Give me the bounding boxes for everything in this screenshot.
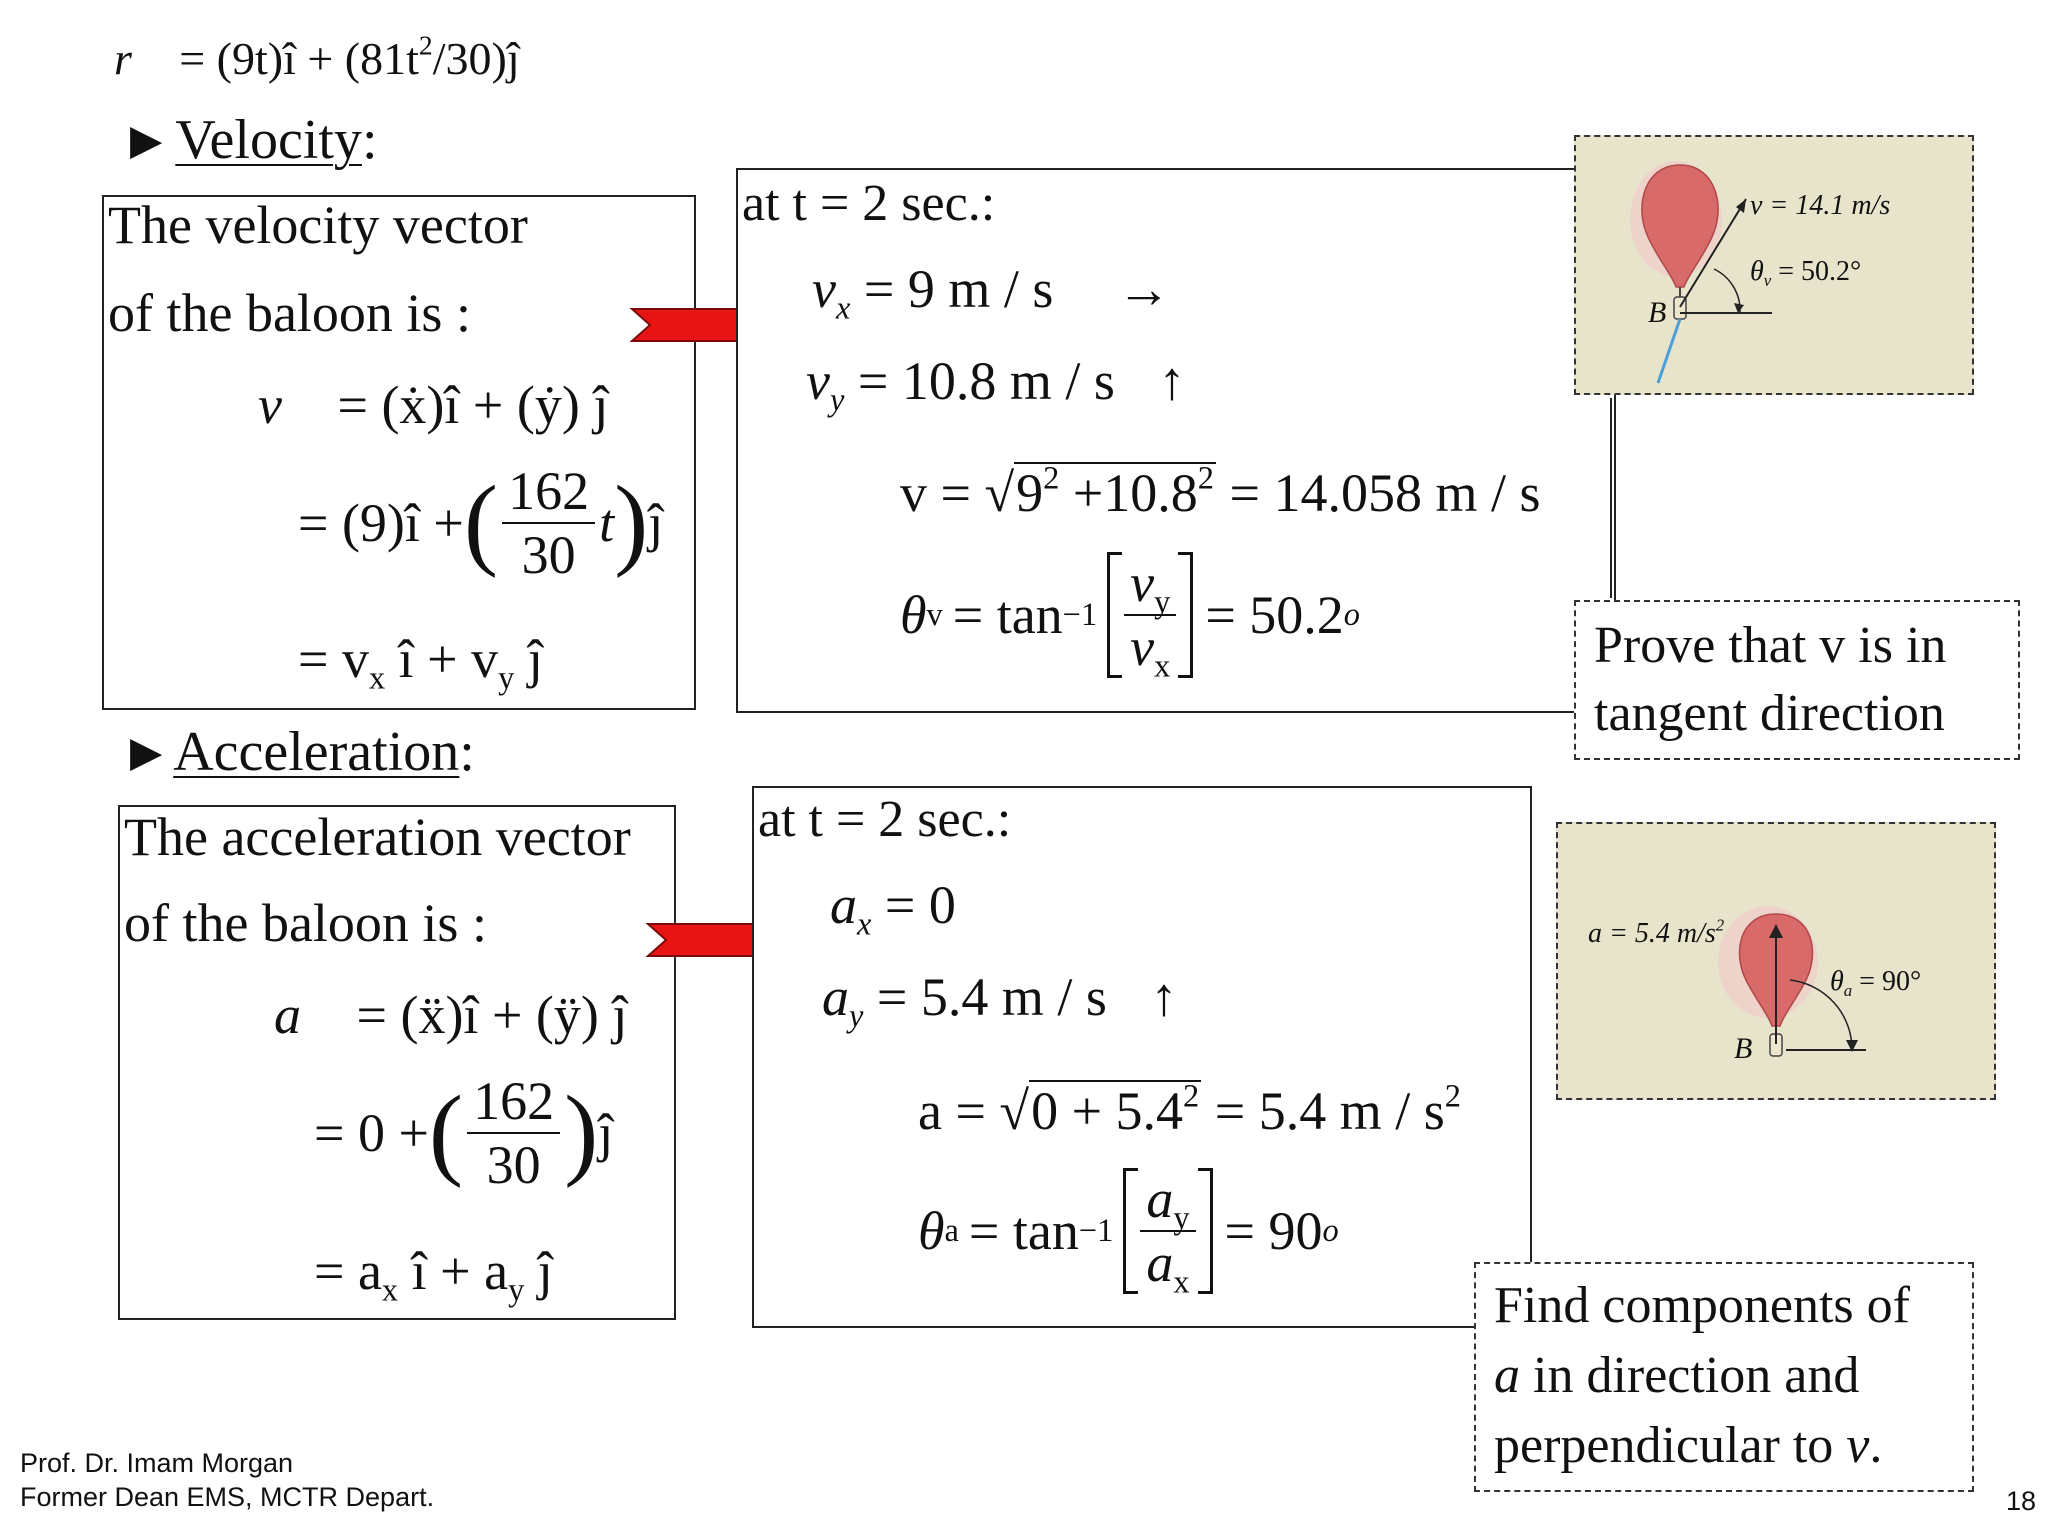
page-number: 18	[2006, 1486, 2037, 1516]
velocity-eq1: v⃗ = (ẋ)î + (ẏ) ĵ	[258, 375, 609, 435]
acceleration-ax-line: ax = 0	[830, 875, 956, 943]
acceleration-intro-line2: of the baloon is :	[124, 893, 487, 953]
acceleration-eq1: a⃗ = (ẍ)î + (ÿ) ĵ	[274, 985, 628, 1045]
up-arrow-icon: ↑	[1150, 967, 1178, 1027]
velocity-note-line1: Prove that v is in	[1594, 617, 1947, 674]
velocity-magnitude-line: v = √92 +10.82 = 14.058 m / s	[900, 460, 1541, 523]
position-x-term: (9t)	[216, 33, 284, 84]
figure-velocity-label: v = 14.1 m/s	[1750, 190, 1891, 221]
acceleration-results-box	[752, 786, 1532, 1328]
acceleration-eq3: = ax î + ay ĵ	[314, 1241, 553, 1309]
acceleration-derivation-box	[118, 805, 676, 1320]
figure-point-b: B	[1734, 1032, 1753, 1065]
figure-theta-v-label: θv = 50.2°	[1750, 256, 1862, 290]
velocity-vy-line: vy = 10.8 m / s ↑	[806, 351, 1186, 419]
acceleration-heading: ▶ Acceleration:	[130, 721, 475, 783]
velocity-connector-line	[1610, 398, 1612, 598]
velocity-note-box	[1574, 600, 2020, 760]
acceleration-note-line2: a in direction and	[1494, 1347, 1860, 1404]
up-arrow-icon: ↑	[1158, 351, 1186, 411]
acceleration-note-line1: Find components of	[1494, 1277, 1910, 1334]
velocity-eq3: = vx î + vy ĵ	[298, 629, 543, 697]
velocity-derivation-box	[102, 195, 696, 710]
velocity-vx-line: vx = 9 m / s →	[812, 259, 1171, 327]
velocity-intro-line2: of the baloon is :	[108, 283, 471, 343]
r-vector-symbol: r⃗	[114, 33, 168, 84]
figure-acceleration-label: a = 5.4 m/s2	[1588, 915, 1725, 949]
velocity-results-box	[736, 168, 1616, 713]
acceleration-note-line3: perpendicular to v.	[1494, 1417, 1883, 1474]
figure-theta-a-label: θa = 90°	[1830, 966, 1922, 1000]
velocity-intro-line1: The velocity vector	[108, 195, 528, 255]
velocity-time-label: at t = 2 sec.:	[742, 175, 996, 232]
position-equation: r⃗ = (9t)î + (81t2/30)ĵ	[114, 29, 520, 84]
acceleration-magnitude-line: a = √0 + 5.42 = 5.4 m / s2	[918, 1078, 1461, 1141]
acceleration-time-label: at t = 2 sec.:	[758, 791, 1012, 848]
right-arrow-icon: →	[1116, 259, 1171, 319]
balloon-acceleration-diagram	[1718, 906, 1866, 1057]
bullet-triangle-icon: ▶	[130, 118, 163, 164]
velocity-heading: ▶ Velocity:	[130, 109, 378, 171]
velocity-note-line2: tangent direction	[1594, 685, 1945, 742]
position-y-term: (81t	[344, 33, 419, 84]
acceleration-balloon-figure	[1556, 822, 1996, 1100]
bullet-triangle-icon: ▶	[130, 730, 163, 776]
footer-author: Prof. Dr. Imam Morgan	[20, 1448, 294, 1478]
balloon-velocity-diagram	[1630, 161, 1772, 384]
velocity-balloon-figure	[1574, 135, 1974, 395]
acceleration-note-box	[1474, 1262, 1974, 1492]
acceleration-ay-line: ay = 5.4 m / s ↑	[822, 967, 1178, 1035]
acceleration-intro-line1: The acceleration vector	[124, 807, 631, 867]
figure-point-b: B	[1648, 296, 1667, 329]
footer-affiliation: Former Dean EMS, MCTR Depart.	[20, 1482, 435, 1512]
